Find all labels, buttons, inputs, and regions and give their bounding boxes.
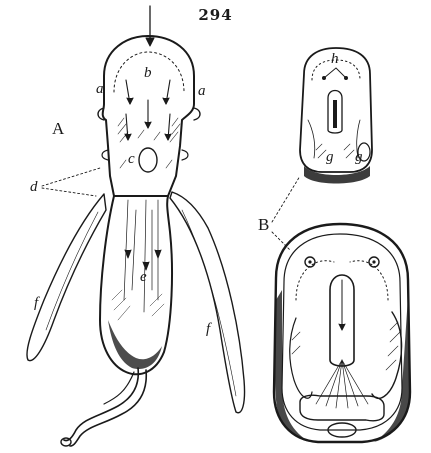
leader-h — [324, 68, 346, 78]
label-c: c — [128, 152, 135, 167]
leader-d — [42, 168, 100, 196]
nodule-right-2 — [182, 150, 188, 160]
b-bottom-outer — [274, 224, 410, 442]
b-fan-lines — [316, 360, 368, 408]
specimen-a — [27, 6, 245, 446]
label-e: e — [140, 270, 147, 285]
tentacle-left-inner — [46, 212, 98, 330]
specimen-b-bottom — [274, 224, 410, 442]
tail-tip — [61, 438, 71, 446]
label-f-right: f — [206, 322, 210, 337]
b-fold-hatching — [292, 322, 400, 370]
tail-branch — [104, 372, 134, 404]
flow-arrows-head — [125, 80, 171, 140]
b-top-slot — [333, 100, 337, 128]
tentacle-right — [170, 192, 245, 413]
body-crosshatch — [112, 290, 164, 320]
b-fold-right — [372, 312, 402, 398]
nodule-right — [194, 108, 200, 120]
tail-inner — [70, 370, 146, 446]
b-bottom-dots-right — [350, 261, 388, 300]
tail — [64, 368, 138, 441]
label-g-left: g — [326, 150, 334, 165]
body-shading — [108, 320, 162, 369]
label-b-capital: B — [258, 216, 269, 233]
label-b: b — [144, 66, 152, 81]
label-f-left: f — [34, 296, 38, 311]
label-a-capital: A — [52, 120, 64, 137]
nodule-left-2 — [102, 150, 108, 160]
label-a-right: a — [198, 84, 206, 99]
b-fold-left — [290, 318, 312, 398]
b-bottom-dots-left — [296, 261, 334, 300]
label-g-right: g — [355, 150, 363, 165]
leader-b — [272, 176, 300, 250]
label-a-left: a — [96, 82, 104, 97]
label-d: d — [30, 180, 38, 195]
oval-c — [139, 148, 157, 172]
entry-arrowhead — [146, 38, 154, 46]
b-top-base — [304, 166, 370, 184]
b-bottom-bar — [300, 395, 384, 421]
label-h: h — [331, 52, 339, 67]
b-top-hatching — [316, 144, 354, 158]
body-flow-arrows — [125, 250, 161, 270]
tentacle-right-inner — [182, 210, 236, 396]
